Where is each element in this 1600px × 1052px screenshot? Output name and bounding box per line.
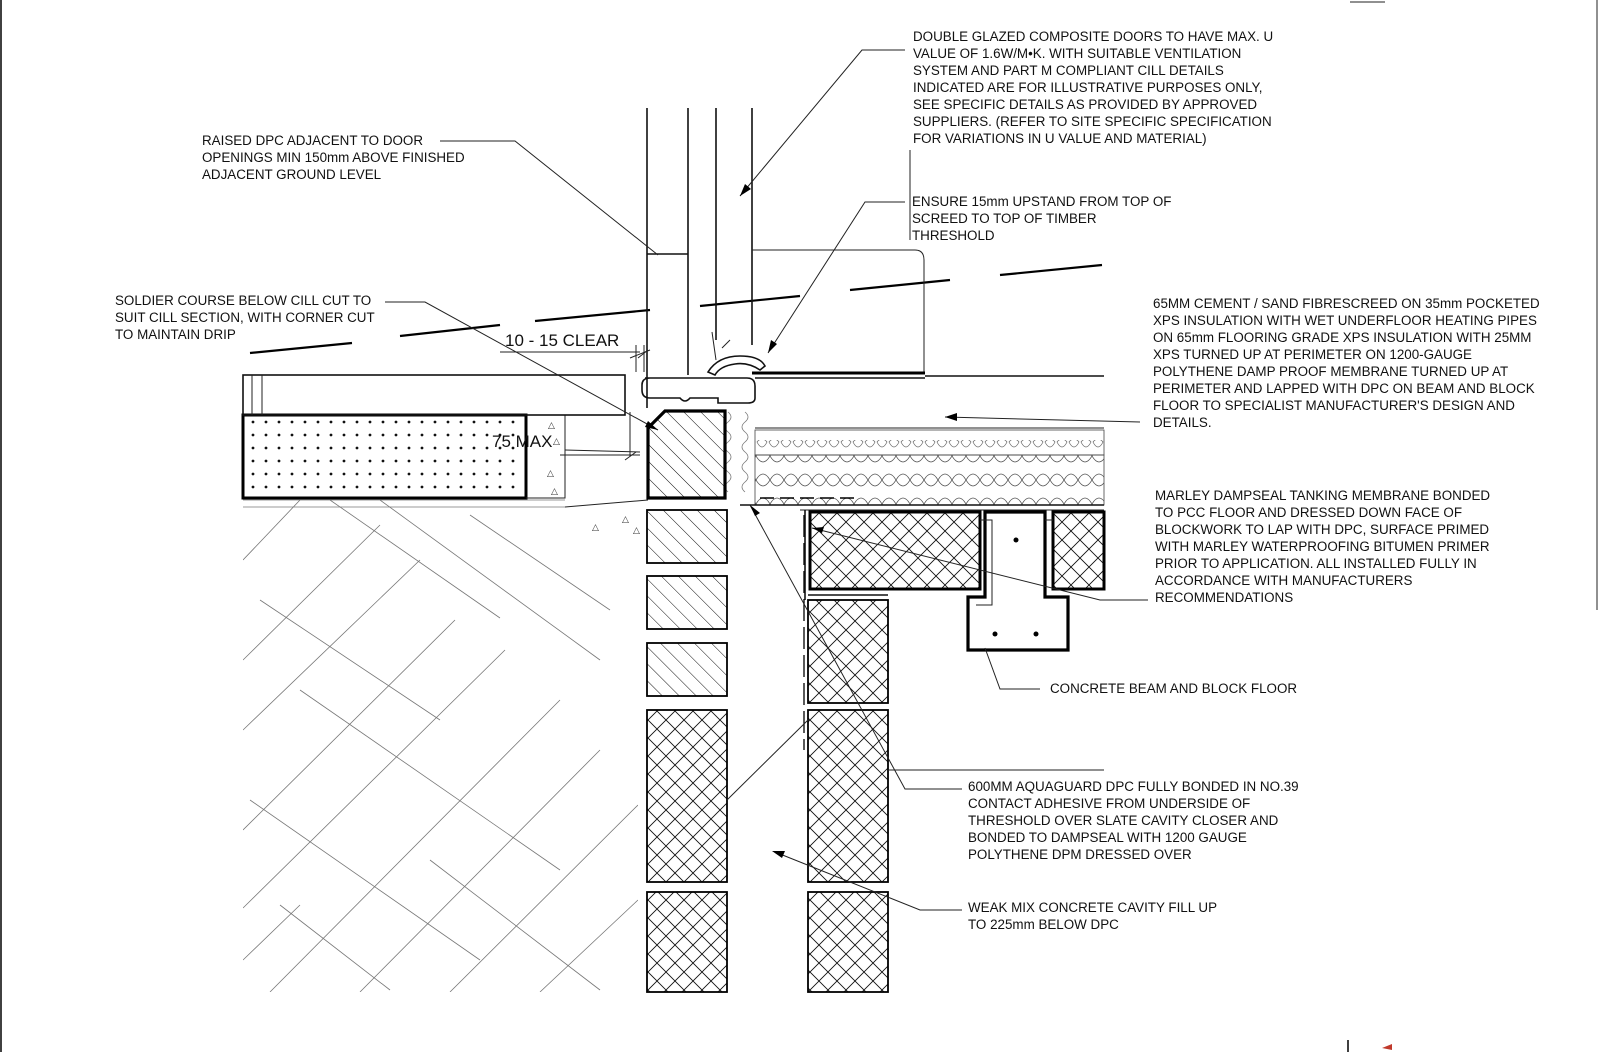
inner-leaf-blockwork <box>803 510 889 993</box>
svg-text:CONCRETE BEAM AND BLOCK FLOOR: CONCRETE BEAM AND BLOCK FLOOR <box>1050 681 1297 696</box>
svg-text:PRIOR TO APPLICATION. ALL INS: PRIOR TO APPLICATION. ALL INSTALLED FULL… <box>1155 556 1477 571</box>
svg-text:SEE SPECIFIC DETAILS AS PROVID: SEE SPECIFIC DETAILS AS PROVIDED BY APPR… <box>913 97 1257 112</box>
beam-and-block-floor <box>808 510 1106 652</box>
svg-text:△: △ <box>592 523 599 533</box>
svg-text:65MM CEMENT / SAND FIBRESCREED: 65MM CEMENT / SAND FIBRESCREED ON 35mm P… <box>1153 296 1540 311</box>
external-cill-board <box>242 374 626 416</box>
svg-text:TO PCC FLOOR AND DRESSED DOWN: TO PCC FLOOR AND DRESSED DOWN FACE OF <box>1155 505 1462 520</box>
svg-text:ACCORDANCE WITH MANUFACTURERS: ACCORDANCE WITH MANUFACTURERS <box>1155 573 1412 588</box>
ground-hatch <box>243 500 638 992</box>
svg-text:SUPPLIERS. (REFER TO SITE SPE: SUPPLIERS. (REFER TO SITE SPECIFIC SPECI… <box>913 114 1272 129</box>
note-cavity-fill: WEAK MIX CONCRETE CAVITY FILL UP TO 225m… <box>772 851 1217 932</box>
svg-text:△: △ <box>551 487 558 497</box>
note-upstand: ENSURE 15mm UPSTAND FROM TOP OF SCREED T… <box>767 194 1171 354</box>
svg-text:OPENINGS MIN 150mm ABOVE FINIS: OPENINGS MIN 150mm ABOVE FINISHED <box>202 150 465 165</box>
svg-text:SYSTEM AND PART M COMPLIANT CI: SYSTEM AND PART M COMPLIANT CILL DETAILS <box>913 63 1224 78</box>
door-threshold <box>641 331 925 404</box>
note-doors: DOUBLE GLAZED COMPOSITE DOORS TO HAVE MA… <box>739 29 1273 240</box>
svg-text:TO 225mm BELOW DPC: TO 225mm BELOW DPC <box>968 917 1119 932</box>
soldier-course-brick <box>646 409 727 500</box>
svg-text:VALUE OF 1.6W/M•K. WITH SUITAB: VALUE OF 1.6W/M•K. WITH SUITABLE VENTILA… <box>913 46 1241 61</box>
svg-text:WITH MARLEY WATERPROOFING BITU: WITH MARLEY WATERPROOFING BITUMEN PRIMER <box>1155 539 1490 554</box>
svg-text:XPS INSULATION WITH WET UNDERF: XPS INSULATION WITH WET UNDERFLOOR HEATI… <box>1153 313 1537 328</box>
dimension-max-label: 75 MAX <box>492 432 552 451</box>
svg-text:PERIMETER AND LAPPED WITH DPC: PERIMETER AND LAPPED WITH DPC ON BEAM AN… <box>1153 381 1535 396</box>
fall-lines <box>249 263 1103 355</box>
dimension-clear: 10 - 15 CLEAR <box>500 331 651 372</box>
dimension-clear-label: 10 - 15 CLEAR <box>505 331 619 350</box>
svg-text:RECOMMENDATIONS: RECOMMENDATIONS <box>1155 590 1293 605</box>
svg-text:POLYTHENE DPM DRESSED OVER: POLYTHENE DPM DRESSED OVER <box>968 847 1192 862</box>
note-dampseal: MARLEY DAMPSEAL TANKING MEMBRANE BONDED … <box>811 488 1490 605</box>
svg-text:600MM AQUAGUARD DPC FULLY BOND: 600MM AQUAGUARD DPC FULLY BONDED IN NO.3… <box>968 779 1299 794</box>
svg-text:△: △ <box>548 421 555 431</box>
cavity-closer <box>724 411 749 493</box>
svg-text:THRESHOLD OVER SLATE CAVITY CL: THRESHOLD OVER SLATE CAVITY CLOSER AND <box>968 813 1279 828</box>
note-aquaguard: 600MM AQUAGUARD DPC FULLY BONDED IN NO.3… <box>726 504 1299 862</box>
svg-text:INDICATED ARE FOR ILLUSTRATIVE: INDICATED ARE FOR ILLUSTRATIVE PURPOSES … <box>913 80 1262 95</box>
svg-text:XPS TURNED UP AT PERIMETER ON: XPS TURNED UP AT PERIMETER ON 1200-GAUGE <box>1153 347 1472 362</box>
note-raised-dpc: RAISED DPC ADJACENT TO DOOR OPENINGS MIN… <box>202 133 659 256</box>
svg-text:DETAILS.: DETAILS. <box>1153 415 1212 430</box>
svg-text:CONTACT ADHESIVE FROM UNDERSID: CONTACT ADHESIVE FROM UNDERSIDE OF <box>968 796 1250 811</box>
svg-text:RAISED DPC ADJACENT TO DOOR: RAISED DPC ADJACENT TO DOOR <box>202 133 423 148</box>
svg-text:FLOOR TO SPECIALIST MANUFACTUR: FLOOR TO SPECIALIST MANUFACTURER'S DESIG… <box>1153 398 1515 413</box>
svg-text:TO MAINTAIN DRIP: TO MAINTAIN DRIP <box>115 327 236 342</box>
svg-text:SUIT CILL SECTION, WITH CORNER: SUIT CILL SECTION, WITH CORNER CUT <box>115 310 375 325</box>
external-paving <box>241 413 528 500</box>
dimension-max: 75 MAX <box>492 412 640 461</box>
svg-text:FOR VARIATIONS IN U VALUE AND: FOR VARIATIONS IN U VALUE AND MATERIAL) <box>913 131 1207 146</box>
svg-text:ON 65mm FLOORING GRADE XPS INS: ON 65mm FLOORING GRADE XPS INSULATION WI… <box>1153 330 1531 345</box>
svg-text:SOLDIER COURSE BELOW CILL CUT: SOLDIER COURSE BELOW CILL CUT TO <box>115 293 371 308</box>
svg-text:ENSURE 15mm UPSTAND FROM TOP O: ENSURE 15mm UPSTAND FROM TOP OF <box>912 194 1171 209</box>
xps-insulation <box>754 454 1105 506</box>
svg-text:BONDED TO DAMPSEAL WITH 1200 G: BONDED TO DAMPSEAL WITH 1200 GAUGE <box>968 830 1247 845</box>
svg-text:POLYTHENE DAMP PROOF MEMBRANE: POLYTHENE DAMP PROOF MEMBRANE TURNED UP … <box>1153 364 1508 379</box>
svg-text:△: △ <box>622 515 629 525</box>
svg-text:△: △ <box>553 437 560 447</box>
svg-text:△: △ <box>633 526 640 536</box>
note-soldier-course: SOLDIER COURSE BELOW CILL CUT TO SUIT CI… <box>115 293 659 431</box>
svg-text:WEAK MIX CONCRETE CAVITY FILL: WEAK MIX CONCRETE CAVITY FILL UP <box>968 900 1217 915</box>
svg-text:ADJACENT GROUND LEVEL: ADJACENT GROUND LEVEL <box>202 167 381 182</box>
svg-text:SCREED TO TOP OF TIMBER: SCREED TO TOP OF TIMBER <box>912 211 1097 226</box>
door-frame <box>646 108 925 408</box>
svg-text:DOUBLE GLAZED COMPOSITE DOORS: DOUBLE GLAZED COMPOSITE DOORS TO HAVE MA… <box>913 29 1273 44</box>
svg-text:BLOCKWORK TO LAP WITH DPC, SUR: BLOCKWORK TO LAP WITH DPC, SURFACE PRIME… <box>1155 522 1489 537</box>
svg-text:THRESHOLD: THRESHOLD <box>912 228 995 243</box>
outer-leaf-brickwork <box>646 509 728 993</box>
note-beam-block: CONCRETE BEAM AND BLOCK FLOOR <box>984 647 1297 696</box>
svg-text:MARLEY DAMPSEAL TANKING MEMBRA: MARLEY DAMPSEAL TANKING MEMBRANE BONDED <box>1155 488 1490 503</box>
note-screed: 65MM CEMENT / SAND FIBRESCREED ON 35mm P… <box>944 296 1540 430</box>
pocketed-xps-insulation <box>754 429 1105 456</box>
svg-text:△: △ <box>547 469 554 479</box>
